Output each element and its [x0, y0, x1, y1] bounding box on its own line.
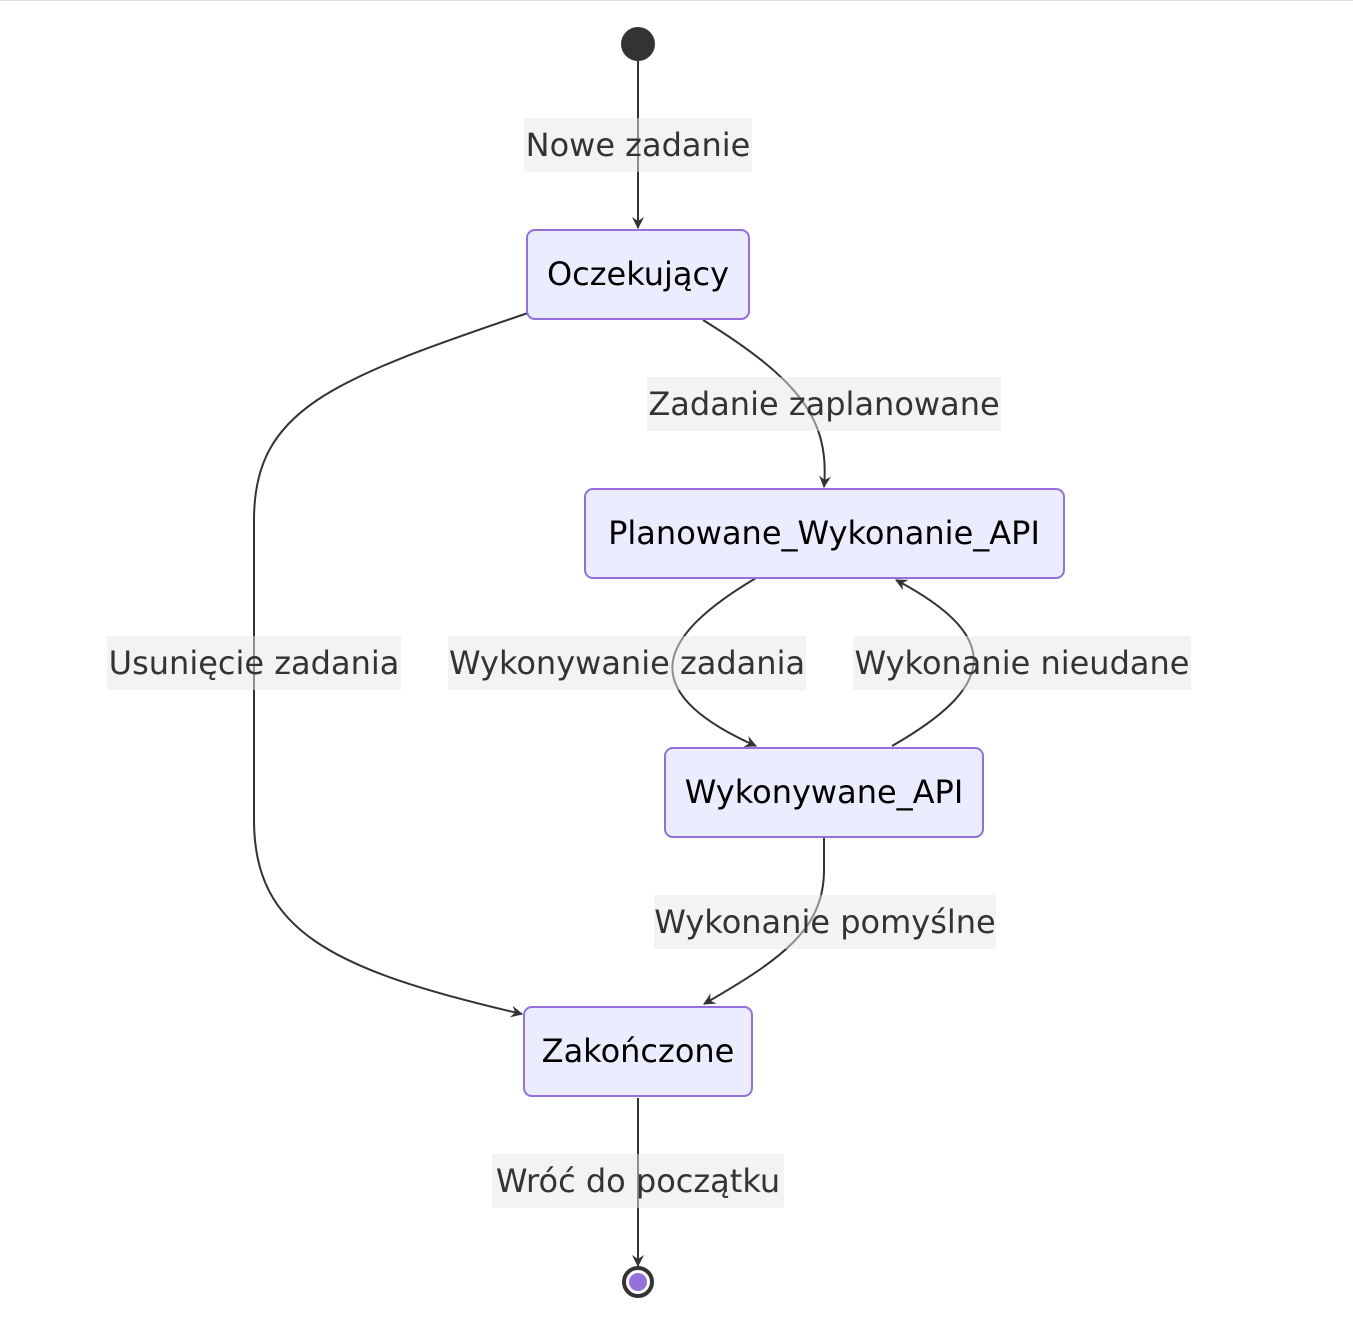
svg-text:Zadanie zaplanowane: Zadanie zaplanowane — [648, 385, 999, 423]
edge-oczekujacy-to-zakonczone — [253, 312, 529, 1018]
svg-text:Wykonanie nieudane: Wykonanie nieudane — [855, 644, 1190, 682]
state-zakonczone[interactable]: Zakończone — [523, 1006, 753, 1097]
label-wykonanie-pomyslne: Wykonanie pomyślne — [654, 895, 996, 949]
top-divider — [0, 0, 1353, 1]
state-oczekujacy[interactable]: Oczekujący — [526, 229, 750, 320]
svg-text:Wróć do początku: Wróć do początku — [496, 1162, 780, 1200]
state-oczekujacy-label: Oczekujący — [547, 255, 729, 293]
state-zakonczone-label: Zakończone — [542, 1032, 735, 1070]
svg-text:Wykonanie pomyślne: Wykonanie pomyślne — [654, 903, 995, 941]
state-planowane-wykonanie-api[interactable]: Planowane_Wykonanie_API — [584, 488, 1065, 579]
state-wykonywane-label: Wykonywane_API — [685, 773, 964, 811]
label-usuniecie-zadania: Usunięcie zadania — [107, 636, 401, 690]
label-wykonywanie-zadania: Wykonywanie zadania — [448, 636, 806, 690]
svg-text:Nowe zadanie: Nowe zadanie — [526, 126, 751, 164]
label-nowe-zadanie: Nowe zadanie — [524, 118, 752, 172]
state-planowane-label: Planowane_Wykonanie_API — [608, 514, 1040, 552]
label-wroc-do-poczatku: Wróć do początku — [492, 1154, 784, 1208]
svg-text:Wykonywanie zadania: Wykonywanie zadania — [449, 644, 805, 682]
label-zadanie-zaplanowane: Zadanie zaplanowane — [647, 377, 1001, 431]
label-wykonanie-nieudane: Wykonanie nieudane — [853, 636, 1191, 690]
state-wykonywane-api[interactable]: Wykonywane_API — [664, 747, 984, 838]
end-state-icon — [622, 1266, 654, 1298]
start-state-icon — [621, 27, 655, 61]
svg-text:Usunięcie zadania: Usunięcie zadania — [109, 644, 400, 682]
